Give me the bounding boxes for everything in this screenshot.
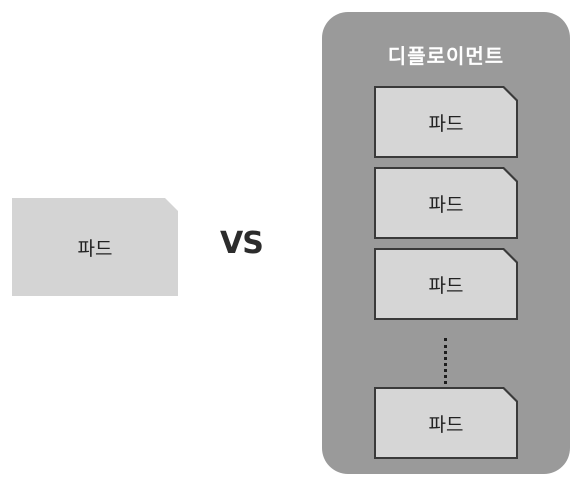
more-pods-ellipsis [444, 338, 451, 384]
deployment-container: 디플로이먼트 파드 파드 파드 파드 [322, 12, 570, 474]
single-pod: 파드 [12, 198, 178, 296]
deployment-pod-2: 파드 [374, 167, 518, 239]
deployment-pod-label: 파드 [428, 193, 464, 216]
deployment-pod-4: 파드 [374, 387, 518, 459]
deployment-title: 디플로이먼트 [387, 44, 505, 68]
deployment-pod-label: 파드 [428, 413, 464, 436]
deployment-pod-label: 파드 [428, 274, 464, 297]
deployment-pod-3: 파드 [374, 248, 518, 320]
single-pod-label: 파드 [77, 237, 113, 260]
deployment-pod-1: 파드 [374, 86, 518, 158]
vs-label: VS [220, 226, 264, 261]
deployment-pod-label: 파드 [428, 112, 464, 135]
